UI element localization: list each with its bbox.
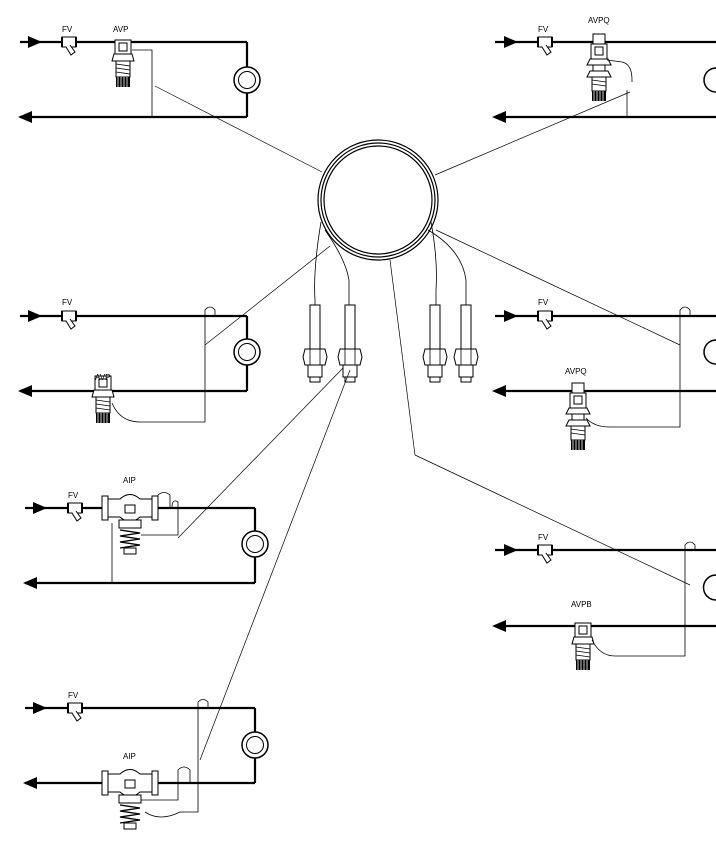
label-avp: AVP [95, 373, 110, 382]
pump-icon [702, 574, 716, 601]
flow-arrow-icon [492, 385, 506, 397]
flow-arrow-icon [23, 577, 37, 589]
circuit-lower-right: FV AVPB [492, 533, 716, 671]
pump-icon [233, 66, 261, 94]
pump-icon [233, 338, 261, 366]
valve-icon [586, 33, 612, 102]
valve-icon [101, 493, 159, 555]
label-aip: AIP [123, 476, 136, 485]
strainer-icon [67, 502, 83, 522]
label-avp: AVP [113, 25, 128, 34]
flow-arrow-icon [28, 36, 42, 48]
flow-arrow-icon [492, 620, 506, 632]
pump-icon [241, 530, 269, 558]
flow-arrow-icon [33, 502, 47, 514]
leader-lines [154, 85, 691, 761]
label-fv: FV [68, 491, 79, 500]
flow-arrow-icon [23, 777, 37, 789]
strainer-icon [537, 310, 553, 330]
label-fv: FV [538, 25, 549, 34]
strainer-icon [67, 702, 83, 722]
valve-icon [111, 39, 135, 88]
circuit-aip-lower: FV AIP [23, 691, 269, 830]
circuit-aip-upper: FV AIP [23, 476, 269, 589]
flow-arrow-icon [504, 36, 518, 48]
label-avpq: AVPQ [565, 367, 587, 376]
label-avpq: AVPQ [588, 16, 610, 25]
strainer-icon [537, 544, 553, 564]
label-fv: FV [68, 691, 79, 700]
flow-arrow-icon [504, 310, 518, 322]
probe-1 [302, 304, 328, 383]
pump-icon [241, 731, 269, 759]
label-fv: FV [538, 298, 549, 307]
pump-icon [703, 67, 716, 93]
valve-icon [565, 382, 591, 451]
label-aip: AIP [123, 752, 136, 761]
valve-icon [571, 622, 595, 671]
label-fv: FV [538, 533, 549, 542]
flow-arrow-icon [33, 702, 47, 714]
label-avpb: AVPB [571, 600, 592, 609]
flow-arrow-icon [18, 111, 32, 123]
probe-4 [453, 304, 479, 383]
capillary-coil [314, 139, 467, 305]
valve-icon [101, 768, 159, 830]
flow-arrow-icon [504, 544, 518, 556]
strainer-icon [61, 310, 77, 330]
circuit-mid-left: FV AVP [18, 298, 261, 424]
circuit-top-left: FV AVP [18, 25, 261, 123]
strainer-icon [61, 36, 77, 56]
label-fv: FV [62, 298, 73, 307]
valve-icon [91, 375, 115, 424]
flow-arrow-icon [28, 310, 42, 322]
pump-icon [703, 339, 716, 365]
circuit-top-right: FV AVPQ [492, 16, 716, 123]
strainer-icon [537, 36, 553, 56]
probe-3 [422, 304, 448, 383]
circuit-mid-right: FV AVPQ [492, 298, 716, 451]
flow-arrow-icon [492, 111, 506, 123]
flow-arrow-icon [18, 385, 32, 397]
label-fv: FV [62, 25, 73, 34]
